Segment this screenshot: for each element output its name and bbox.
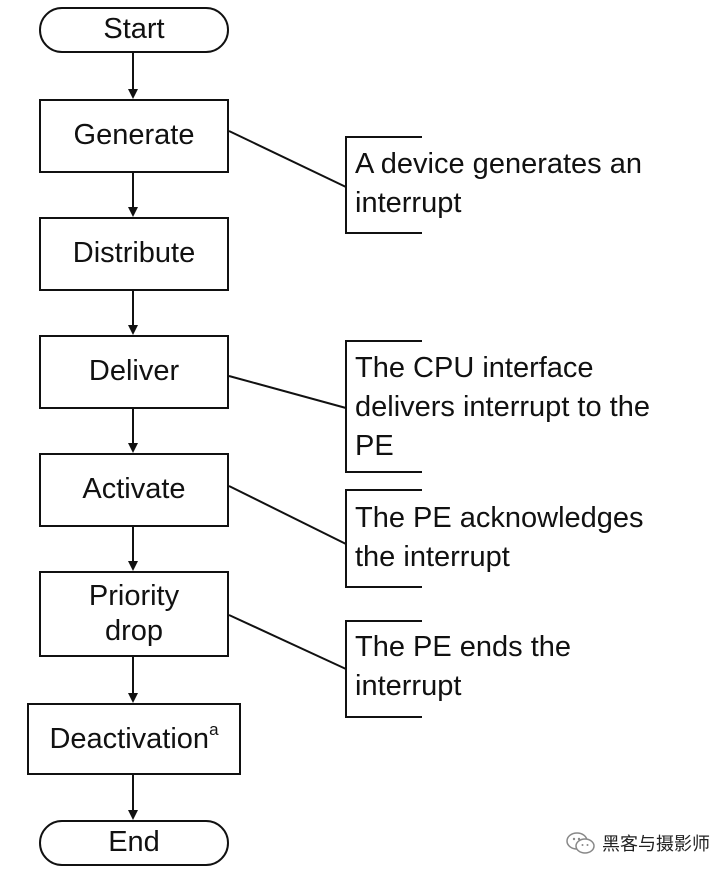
generate-label: Generate xyxy=(73,119,195,152)
leader-activate xyxy=(228,485,347,545)
note-generate: A device generates an interrupt xyxy=(355,145,642,223)
priority-drop-node: Priority drop xyxy=(39,571,229,657)
priority-drop-label-line2: drop xyxy=(104,615,164,647)
deliver-label: Deliver xyxy=(88,355,180,388)
leader-generate xyxy=(228,130,347,188)
watermark: 黑客与摄影师 xyxy=(566,829,716,857)
end-label: End xyxy=(108,826,160,859)
deactivation-text: Deactivation xyxy=(49,723,210,756)
activate-node: Activate xyxy=(39,453,229,527)
bracket-activate xyxy=(345,489,422,588)
note-activate: The PE acknowledges the interrupt xyxy=(355,499,644,577)
note-deliver-line2: delivers interrupt to the xyxy=(355,390,650,423)
priority-drop-label-line1: Priority xyxy=(88,579,180,612)
watermark-text: 黑客与摄影师 xyxy=(602,834,710,855)
distribute-node: Distribute xyxy=(39,217,229,291)
deactivation-label: Deactivationa xyxy=(49,720,218,757)
start-node: Start xyxy=(39,7,229,53)
deliver-node: Deliver xyxy=(39,335,229,409)
start-label: Start xyxy=(103,13,165,46)
note-activate-line2: the interrupt xyxy=(355,540,510,573)
bracket-deliver xyxy=(345,340,422,473)
note-generate-line2: interrupt xyxy=(355,186,462,219)
deactivation-footnote-marker: a xyxy=(209,720,219,740)
end-node: End xyxy=(39,820,229,866)
wechat-icon xyxy=(566,832,595,854)
note-priority-drop: The PE ends the interrupt xyxy=(355,628,571,706)
generate-node: Generate xyxy=(39,99,229,173)
note-priority-drop-line1: The PE ends the xyxy=(355,631,572,663)
note-generate-line1: A device generates an xyxy=(355,148,642,180)
note-priority-drop-line2: interrupt xyxy=(355,669,462,702)
distribute-label: Distribute xyxy=(72,237,196,270)
bracket-generate xyxy=(345,136,422,234)
note-activate-line1: The PE acknowledges xyxy=(355,502,644,534)
deactivation-node: Deactivationa xyxy=(27,703,241,775)
activate-label: Activate xyxy=(82,473,186,506)
note-deliver-line1: The CPU interface xyxy=(355,352,594,384)
note-deliver: The CPU interface delivers interrupt to … xyxy=(355,349,650,466)
leader-priority-drop xyxy=(228,614,347,670)
bracket-priority-drop xyxy=(345,620,422,718)
note-deliver-line3: PE xyxy=(355,429,394,462)
leader-deliver xyxy=(228,375,347,409)
